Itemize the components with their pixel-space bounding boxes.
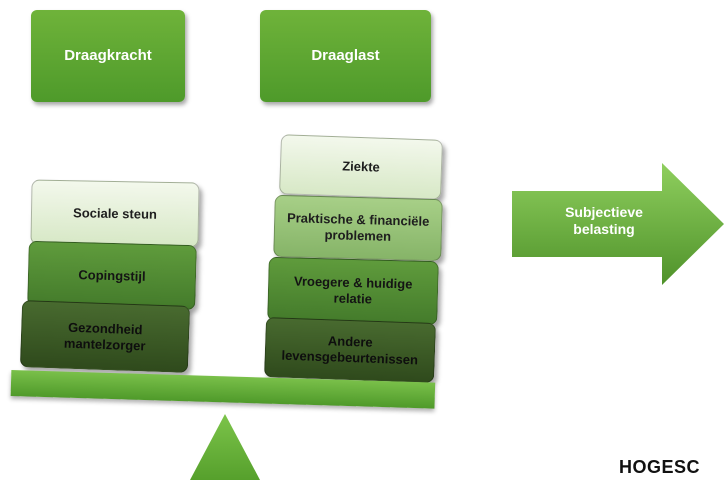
fulcrum-triangle (190, 414, 260, 480)
subjectieve-belasting-arrow (512, 163, 724, 285)
block-ziekte: Ziekte (279, 134, 443, 200)
block-gezondheid-mantelzorger: Gezondheid mantelzorger (19, 300, 191, 373)
draagkracht-header: Draagkracht (31, 10, 185, 102)
block-copingstijl: Copingstijl (27, 240, 197, 311)
block-vroegere-huidige-relatie: Vroegere & huidige relatie (267, 256, 439, 326)
draaglast-header: Draaglast (260, 10, 431, 102)
block-andere-levensgebeurtenissen: Andere levensgebeurtenissen (264, 317, 436, 383)
block-praktische-financiele-problemen: Praktische & financiële problemen (273, 194, 443, 262)
logo-text: HOGESC (619, 457, 701, 477)
arrow-label: Subjectieve belasting (565, 203, 643, 238)
block-sociale-steun: Sociale steun (30, 179, 200, 248)
